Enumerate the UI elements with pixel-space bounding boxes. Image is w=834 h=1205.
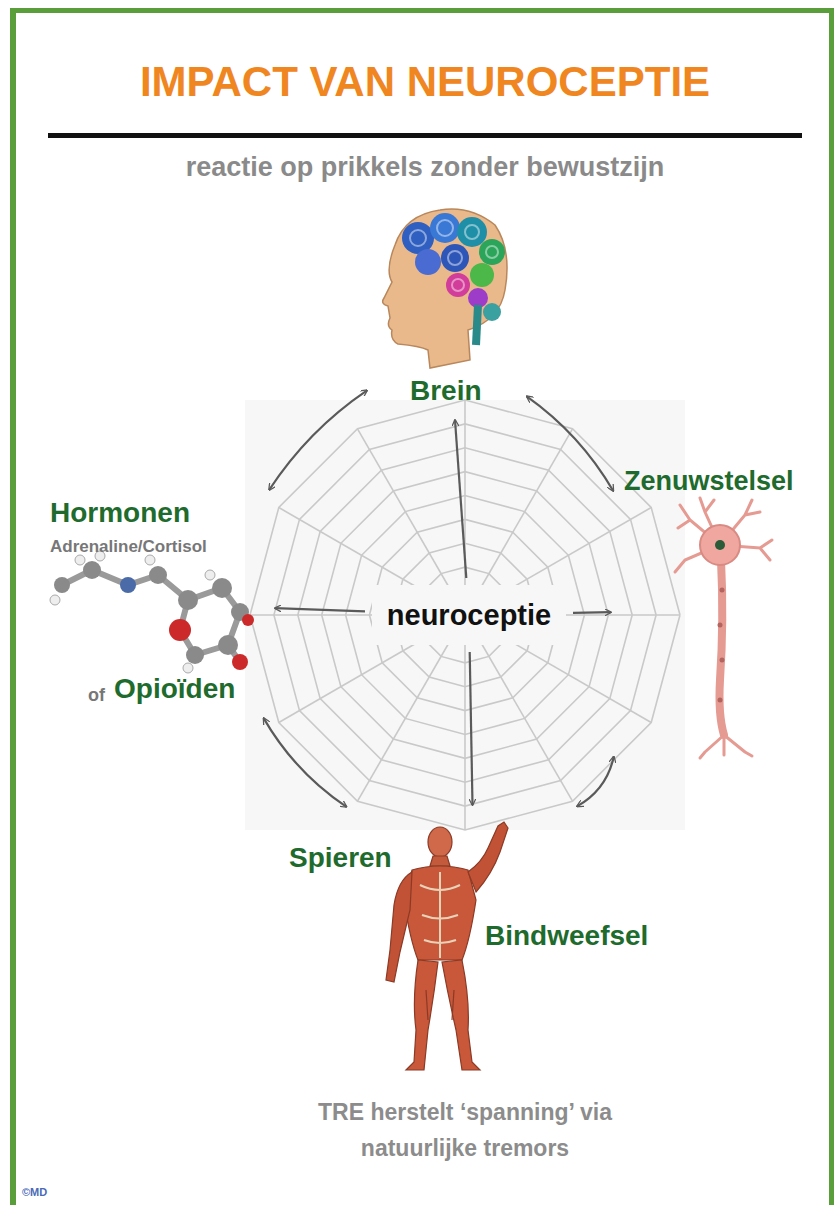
neuron	[675, 498, 772, 758]
caption: TRE herstelt ‘spanning’ via natuurlijke …	[290, 1094, 640, 1166]
molecule	[50, 551, 254, 673]
spider-web	[250, 400, 680, 830]
node-label: Bindweefsel	[485, 920, 648, 952]
frame-border	[10, 8, 16, 1205]
center-node: neuroceptie	[372, 585, 566, 645]
node-label: Spieren	[289, 842, 392, 874]
web-ground	[245, 400, 685, 830]
frame-border	[10, 8, 834, 13]
title: IMPACT VAN NEUROCEPTIE	[40, 58, 810, 106]
title-rule	[48, 133, 802, 138]
hormones-node: HormonenAdrenaline/Cortisol of Opioïden	[46, 495, 268, 713]
connector-arrow	[527, 396, 614, 491]
brain-head	[383, 209, 507, 368]
frame-border	[829, 8, 834, 1205]
center-label: neuroceptie	[372, 599, 566, 632]
connector-arrow	[573, 611, 611, 614]
connector-arrow	[275, 608, 365, 611]
sub-label: Adrenaline/Cortisol	[50, 537, 207, 557]
connector-arrow	[455, 420, 466, 578]
muscles-node: SpierenBindweefsel	[285, 812, 665, 1077]
connector-word: of	[88, 685, 105, 706]
brain-node: Brein	[372, 205, 522, 413]
node-label: Opioïden	[114, 673, 235, 705]
nervous-system-node: Zenuwstelsel	[618, 460, 826, 760]
node-label: Zenuwstelsel	[624, 466, 794, 497]
copyright-mark: ©MD	[22, 1186, 47, 1198]
connector-arrow	[269, 390, 367, 490]
node-label: Brein	[410, 375, 482, 407]
subtitle: reactie op prikkels zonder bewustzijn	[40, 152, 810, 183]
connector-arrow	[470, 652, 473, 805]
node-label: Hormonen	[50, 497, 190, 529]
connector-arrow	[577, 757, 614, 807]
connector-arrow	[264, 718, 347, 807]
